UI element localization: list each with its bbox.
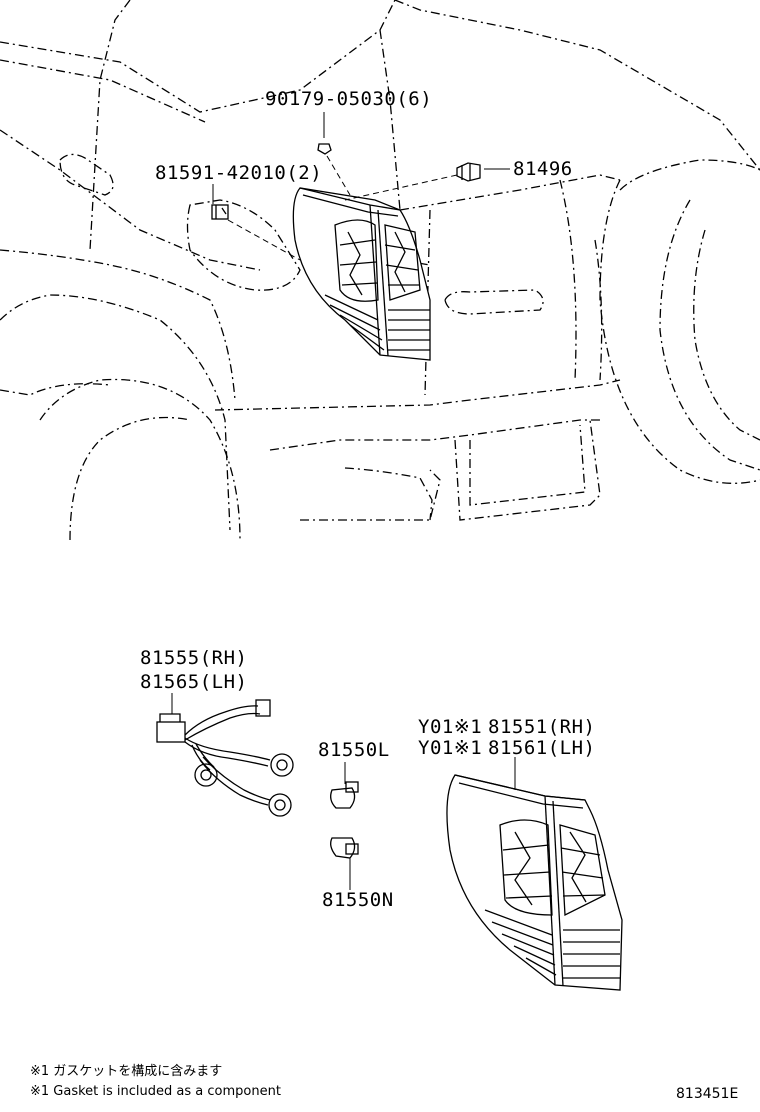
bulb-l-icon [330, 781, 359, 809]
clip-icon [211, 204, 229, 220]
wire-harness [156, 699, 294, 817]
label-lamp-lh: 81561(LH) [488, 737, 595, 759]
note-jp: ※1 ガスケットを構成に含みます [30, 1063, 222, 1079]
label-lamp-rh: 81551(RH) [488, 716, 595, 738]
label-lamp-rh-prefix: Y01※1 [418, 716, 482, 738]
diagram-code: 813451E [676, 1086, 738, 1102]
screw-icon [317, 143, 332, 155]
socket-icon [456, 162, 481, 182]
label-bulb-n: 81550N [322, 889, 394, 911]
bulb-n-icon [330, 837, 359, 859]
note-en: ※1 Gasket is included as a component [30, 1084, 281, 1099]
tail-lamp-assembly [446, 774, 623, 991]
label-wire-lh: 81565(LH) [140, 671, 247, 693]
label-bulb-l: 81550L [318, 739, 390, 761]
label-socket: 81496 [513, 158, 573, 180]
installed-tail-lamp [292, 187, 431, 361]
label-wire-rh: 81555(RH) [140, 647, 247, 669]
label-clip: 81591-42010(2) [155, 162, 322, 184]
label-screw: 90179-05030(6) [265, 88, 432, 110]
vehicle-body-outline [0, 0, 760, 541]
label-lamp-lh-prefix: Y01※1 [418, 737, 482, 759]
